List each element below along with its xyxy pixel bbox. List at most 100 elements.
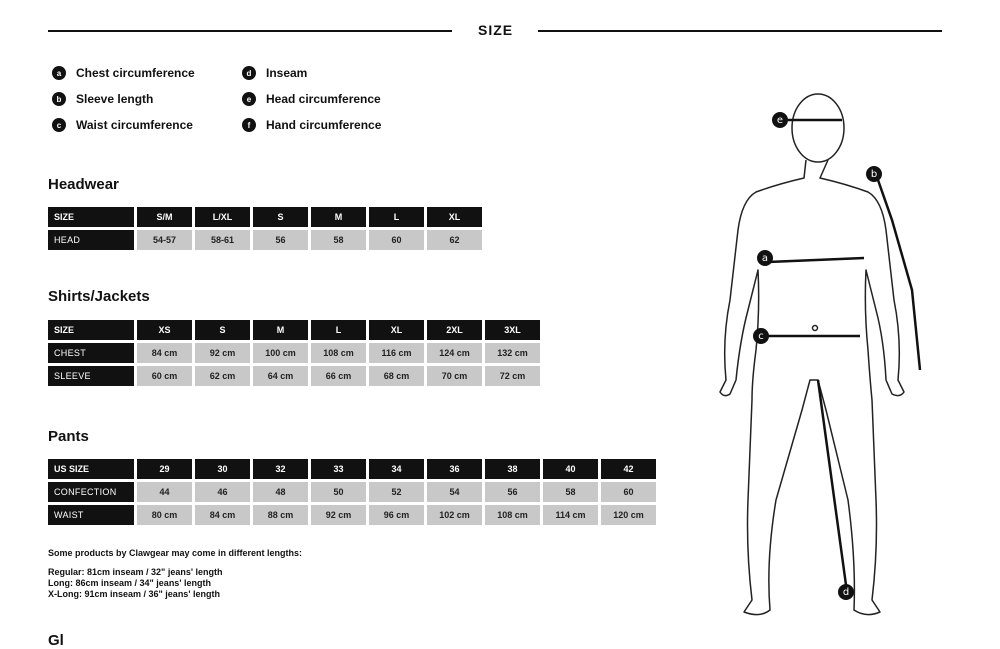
headwear-table: SIZE S/M L/XL S M L XL HEAD 54-57 58-61 … (45, 204, 485, 253)
lengths-note-line: X-Long: 91cm inseam / 36" jeans' length (48, 589, 220, 599)
value-cell: 52 (369, 482, 424, 502)
body-outline-illustration (719, 93, 922, 616)
table-row: HEAD 54-57 58-61 56 58 60 62 (48, 230, 482, 250)
table-header-row: SIZE S/M L/XL S M L XL (48, 207, 482, 227)
value-cell: 84 cm (195, 505, 250, 525)
legend-label: Head circumference (266, 92, 381, 106)
value-cell: 80 cm (137, 505, 192, 525)
value-cell: 62 (427, 230, 482, 250)
value-cell: 96 cm (369, 505, 424, 525)
body-measurement-figure: e b a c d (700, 80, 980, 625)
legend-item-waist: c Waist circumference (52, 118, 193, 132)
size-cell: S (195, 320, 250, 340)
size-cell: 3XL (485, 320, 540, 340)
size-cell: 40 (543, 459, 598, 479)
header-label: SIZE (48, 207, 134, 227)
value-cell: 56 (485, 482, 540, 502)
legend-item-chest: a Chest circumference (52, 66, 195, 80)
shirts-table: SIZE XS S M L XL 2XL 3XL CHEST 84 cm 92 … (45, 317, 543, 389)
badge-e: e (242, 92, 256, 106)
size-cell: S (253, 207, 308, 227)
value-cell: 102 cm (427, 505, 482, 525)
value-cell: 62 cm (195, 366, 250, 386)
badge-c: c (52, 118, 66, 132)
row-label: CHEST (48, 343, 134, 363)
size-cell: 30 (195, 459, 250, 479)
size-cell: L (311, 320, 366, 340)
next-section-title-partial: Gl (48, 632, 64, 649)
table-row: SLEEVE 60 cm 62 cm 64 cm 66 cm 68 cm 70 … (48, 366, 540, 386)
value-cell: 92 cm (311, 505, 366, 525)
size-cell: XL (369, 320, 424, 340)
value-cell: 88 cm (253, 505, 308, 525)
row-label: CONFECTION (48, 482, 134, 502)
value-cell: 114 cm (543, 505, 598, 525)
value-cell: 50 (311, 482, 366, 502)
size-cell: 38 (485, 459, 540, 479)
legend-label: Sleeve length (76, 92, 154, 106)
header-rule-right (538, 30, 942, 32)
table-row: CHEST 84 cm 92 cm 100 cm 108 cm 116 cm 1… (48, 343, 540, 363)
pants-title: Pants (48, 428, 89, 445)
value-cell: 120 cm (601, 505, 656, 525)
size-cell: 36 (427, 459, 482, 479)
legend-label: Inseam (266, 66, 308, 80)
value-cell: 58 (311, 230, 366, 250)
legend-label: Hand circumference (266, 118, 382, 132)
value-cell: 56 (253, 230, 308, 250)
value-cell: 116 cm (369, 343, 424, 363)
value-cell: 92 cm (195, 343, 250, 363)
value-cell: 48 (253, 482, 308, 502)
row-label: WAIST (48, 505, 134, 525)
value-cell: 60 cm (137, 366, 192, 386)
badge-b: b (52, 92, 66, 106)
table-row: WAIST 80 cm 84 cm 88 cm 92 cm 96 cm 102 … (48, 505, 656, 525)
value-cell: 46 (195, 482, 250, 502)
value-cell: 60 (601, 482, 656, 502)
value-cell: 60 (369, 230, 424, 250)
size-cell: 34 (369, 459, 424, 479)
shirts-title: Shirts/Jackets (48, 288, 150, 305)
value-cell: 108 cm (485, 505, 540, 525)
size-cell: 2XL (427, 320, 482, 340)
marker-c: c (753, 328, 769, 344)
lengths-note-heading: Some products by Clawgear may come in di… (48, 548, 303, 558)
size-cell: 29 (137, 459, 192, 479)
value-cell: 54 (427, 482, 482, 502)
pants-table: US SIZE 29 30 32 33 34 36 38 40 42 CONFE… (45, 456, 659, 528)
size-cell: 42 (601, 459, 656, 479)
value-cell: 66 cm (311, 366, 366, 386)
value-cell: 58 (543, 482, 598, 502)
size-cell: XS (137, 320, 192, 340)
table-header-row: US SIZE 29 30 32 33 34 36 38 40 42 (48, 459, 656, 479)
value-cell: 44 (137, 482, 192, 502)
marker-e: e (772, 112, 788, 128)
value-cell: 100 cm (253, 343, 308, 363)
size-cell: 32 (253, 459, 308, 479)
marker-b: b (866, 166, 882, 182)
badge-f: f (242, 118, 256, 132)
value-cell: 124 cm (427, 343, 482, 363)
badge-d: d (242, 66, 256, 80)
legend-item-hand: f Hand circumference (242, 118, 381, 132)
value-cell: 70 cm (427, 366, 482, 386)
legend-label: Chest circumference (76, 66, 195, 80)
value-cell: 84 cm (137, 343, 192, 363)
legend-item-inseam: d Inseam (242, 66, 307, 80)
size-cell: 33 (311, 459, 366, 479)
row-label: HEAD (48, 230, 134, 250)
row-label: SLEEVE (48, 366, 134, 386)
header-rule-left (48, 30, 452, 32)
size-cell: M (253, 320, 308, 340)
value-cell: 108 cm (311, 343, 366, 363)
headwear-title: Headwear (48, 176, 119, 193)
page-title: SIZE (478, 22, 514, 38)
size-cell: L/XL (195, 207, 250, 227)
size-cell: S/M (137, 207, 192, 227)
legend-label: Waist circumference (76, 118, 193, 132)
table-header-row: SIZE XS S M L XL 2XL 3XL (48, 320, 540, 340)
value-cell: 58-61 (195, 230, 250, 250)
lengths-note-line: Long: 86cm inseam / 34" jeans' length (48, 578, 211, 588)
table-row: CONFECTION 44 46 48 50 52 54 56 58 60 (48, 482, 656, 502)
legend-item-sleeve: b Sleeve length (52, 92, 153, 106)
